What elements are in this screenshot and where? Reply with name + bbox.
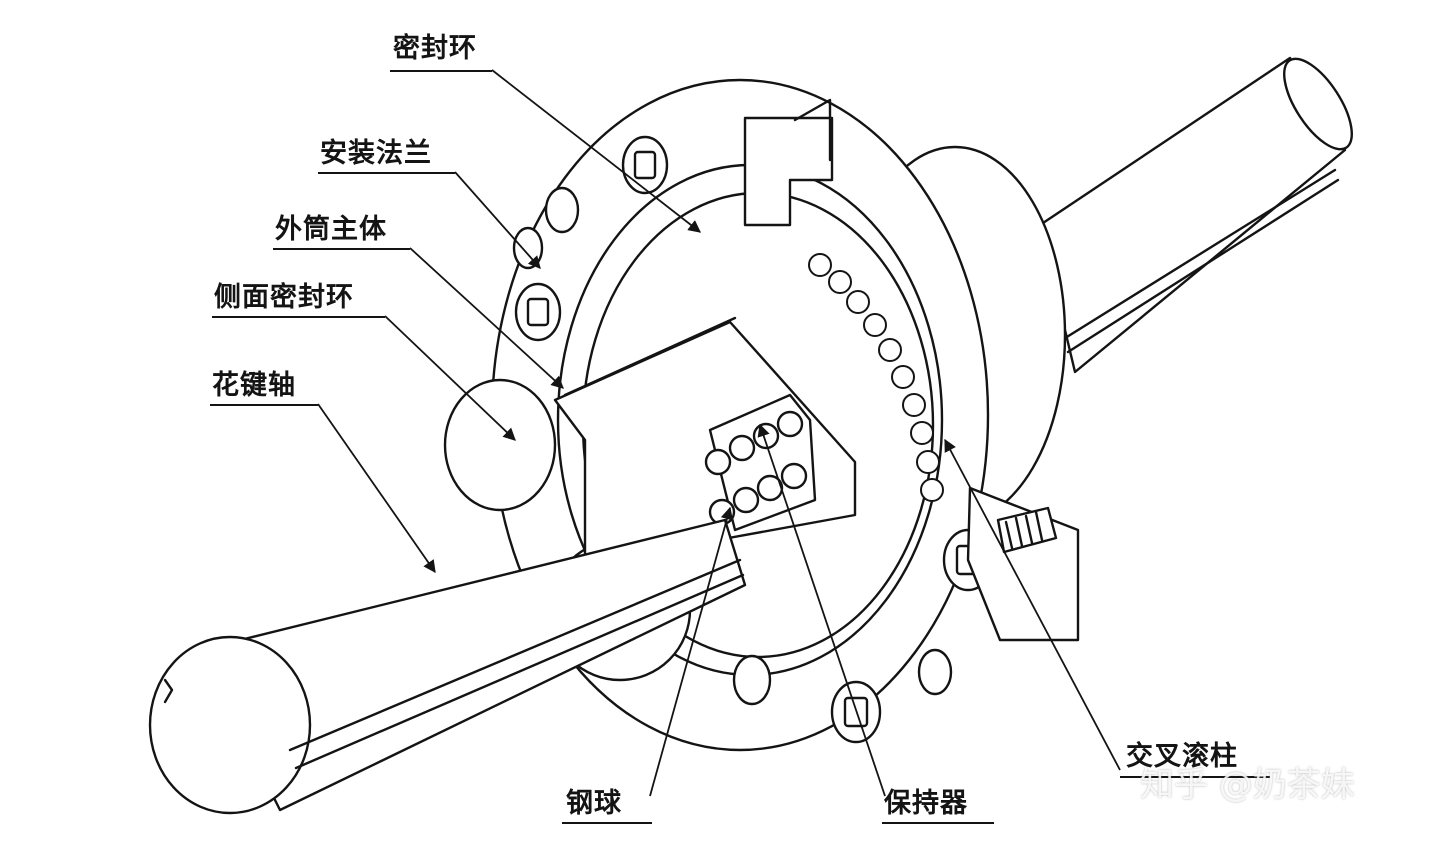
leader-cross-roller [944, 438, 1121, 771]
steel-ball [776, 410, 804, 438]
retainer [704, 393, 817, 532]
flange-hole [544, 186, 580, 234]
label-mounting-flange: 安装法兰 [320, 138, 432, 169]
label-steel-ball: 钢球 [566, 788, 622, 819]
underline-steel-ball [562, 822, 652, 824]
flange-hole [512, 226, 544, 270]
steel-ball [780, 462, 808, 490]
leader-seal-ring [491, 69, 701, 233]
underline-mounting-flange [318, 172, 455, 174]
spline-shaft [148, 518, 747, 815]
flange-hole [732, 654, 772, 706]
leader-mounting-flange [454, 171, 541, 269]
leader-steel-ball [649, 506, 734, 797]
socket-bolt [621, 135, 669, 195]
leader-retainer [757, 423, 886, 797]
label-cross-roller: 交叉滚柱 [1126, 741, 1238, 772]
underline-side-seal-ring [212, 316, 385, 318]
label-outer-cylinder-body: 外筒主体 [275, 214, 387, 245]
leader-side-seal [384, 315, 516, 441]
label-retainer: 保持器 [884, 788, 968, 819]
cross-rollers [808, 253, 944, 502]
label-seal-ring: 密封环 [393, 33, 477, 64]
socket-bolt [514, 282, 562, 342]
label-spline-shaft: 花键轴 [212, 370, 296, 401]
steel-ball [732, 486, 760, 514]
steel-ball [704, 448, 732, 476]
flange-cutaway [743, 98, 1080, 642]
steel-ball [728, 434, 756, 462]
leader-outer-cylinder [409, 247, 564, 389]
underline-outer-cylinder-body [273, 248, 410, 250]
leader-spline-shaft [317, 403, 436, 574]
underline-spline-shaft [210, 404, 318, 406]
underline-cross-roller [1120, 776, 1270, 778]
leader-lines [317, 69, 1121, 797]
rear-shaft [1038, 56, 1354, 374]
underline-retainer [882, 822, 994, 824]
underline-seal-ring [390, 70, 492, 72]
watermark: 知乎 @奶茶妹 [1140, 765, 1355, 805]
label-side-seal-ring: 侧面密封环 [214, 282, 354, 313]
flange-hole [917, 648, 953, 696]
